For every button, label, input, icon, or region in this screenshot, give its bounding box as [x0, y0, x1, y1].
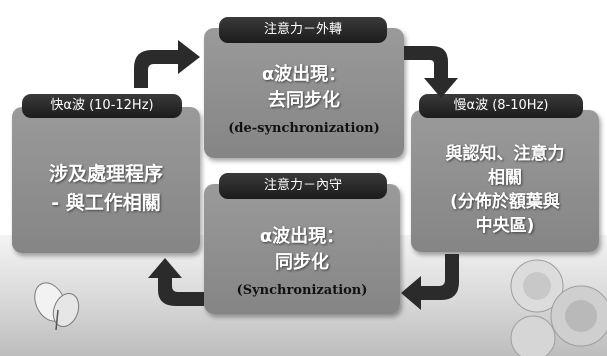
bottom-subtitle: (Synchronization): [236, 283, 368, 298]
arrow-top-to-right-icon: [404, 46, 458, 98]
butterfly-icon: [34, 282, 80, 331]
right-tag: 慢α波 (8-10Hz): [419, 94, 583, 118]
top-text-line1: α波出現：: [261, 64, 347, 85]
right-text-line4: 中央區): [475, 216, 535, 236]
arrow-left-to-top-icon: [134, 40, 200, 88]
flower-decoration-icon: [510, 259, 607, 356]
left-text-line2: - 與工作相關: [51, 192, 161, 214]
bottom-box: [204, 184, 400, 314]
bottom-tag: 注意力－內守: [219, 173, 387, 199]
right-text-line1: 與認知、注意力: [445, 144, 565, 164]
top-tag: 注意力－外轉: [219, 17, 387, 43]
top-subtitle: (de-synchronization): [228, 121, 380, 136]
arrow-bottom-to-left-icon: [148, 258, 204, 306]
top-box: [204, 28, 404, 158]
bottom-text-line1: α波出現：: [259, 226, 345, 247]
right-box: [411, 110, 599, 252]
left-text-line1: 涉及處理程序: [48, 163, 163, 185]
right-text-line2: 相關: [488, 168, 522, 188]
top-text-line2: 去同步化: [268, 90, 340, 111]
bottom-text-line2: 同步化: [275, 252, 329, 273]
right-text-line3: (分佈於額葉與: [450, 192, 560, 212]
left-tag: 快α波 (10-12Hz): [22, 94, 182, 118]
left-box: [12, 107, 200, 253]
arrow-right-to-bottom-icon: [401, 254, 459, 310]
